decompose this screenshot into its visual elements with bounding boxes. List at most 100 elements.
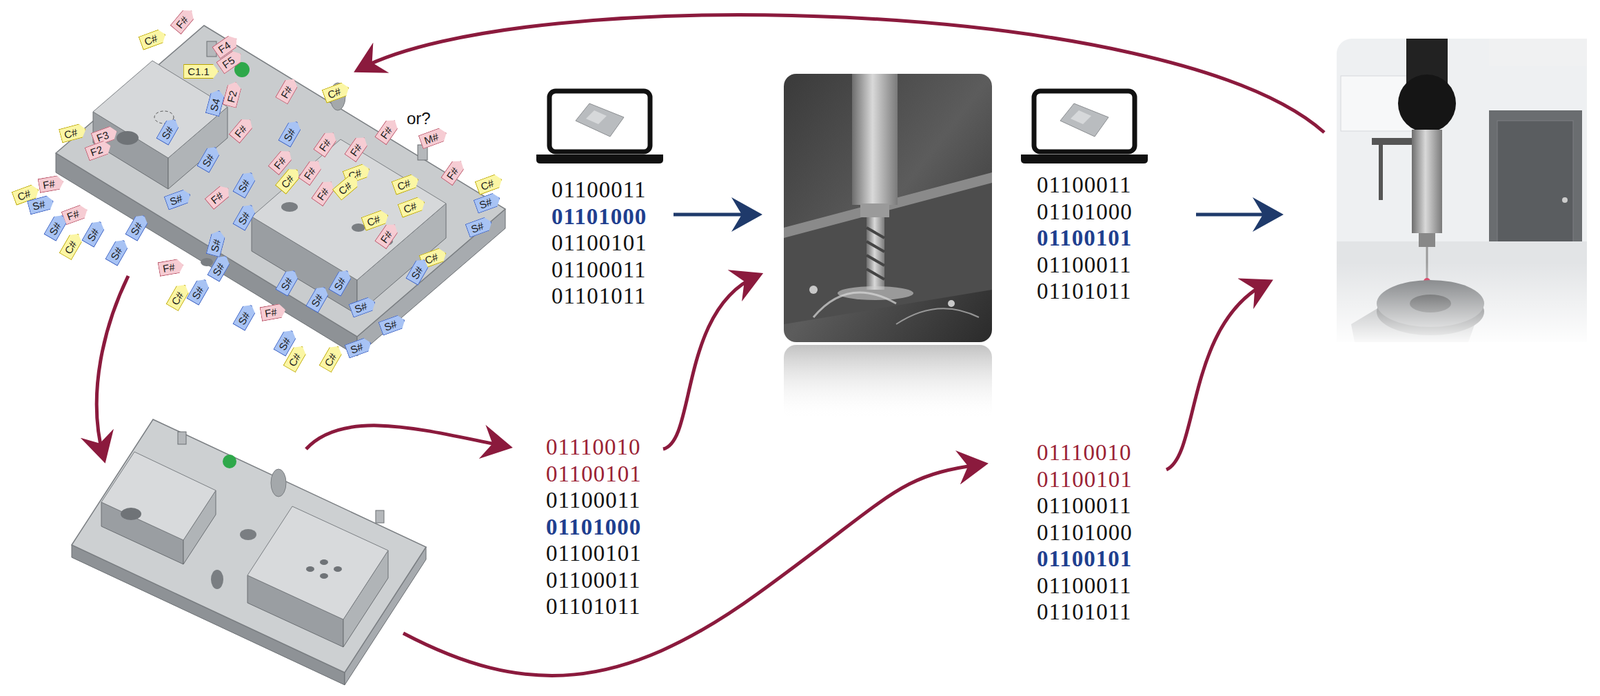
laptop-icon [1020,90,1148,164]
annotation-tag: S# [232,168,258,199]
cad-model-part [101,451,216,540]
tag-text: F# [161,261,176,276]
note-label: or? [406,108,431,129]
tag-text: S# [348,339,365,356]
code-line: 01100011 [545,486,642,514]
tag-text: C# [326,84,343,101]
annotation-tag: S# [124,211,151,242]
cad-model-part [222,454,237,469]
cmm-photo-part [1371,137,1414,145]
annotation-tag: S4 [204,87,226,117]
annotation-tag: S# [344,335,374,359]
annotated-cad-model-part [351,223,366,232]
annotation-tag: S# [465,215,495,238]
annotation-tag: F2 [222,79,244,109]
cad-model-part [71,419,427,673]
annotation-tag: S# [196,143,222,174]
annotation-tag: F# [157,257,186,277]
code-line: 01101000 [1036,198,1133,226]
tag-text: S# [189,284,207,302]
tag-text: F2 [88,143,105,159]
tag-text: S# [331,275,349,292]
cmm-photo-part [1489,38,1587,67]
cad-model [71,419,427,685]
laptop-icon [536,90,664,164]
laptop-icon-part [1070,110,1092,125]
tag-text: C# [142,31,160,48]
tag-text: F# [271,154,289,171]
tag-text: S# [382,317,399,333]
tag-text: S# [84,226,101,243]
annotated-cad-model-part [281,201,298,212]
machining-photo-part [866,217,885,290]
code-line: 01100101 [1036,224,1133,252]
data-arrow [673,213,756,217]
cad-model-part [306,565,315,572]
tag-text: S# [408,264,426,281]
flow-arrow [403,463,982,675]
annotation-tag: S# [378,312,408,336]
code-line: 01100011 [1036,171,1133,199]
tag-text: F2 [224,88,240,104]
annotation-tag: S# [155,115,182,146]
tag-text: S# [281,126,298,143]
annotation-tag: F# [37,174,65,194]
code-line: 01110010 [1036,439,1133,467]
tag-text: M# [422,130,440,147]
tag-text: F# [377,228,395,245]
cad-model-part [333,565,342,572]
cmm-photo-part [1336,261,1587,342]
binary-code: 0111001001100101011000110110100001100101… [1036,439,1133,626]
tag-text: C# [278,172,296,191]
annotation-tag: F# [259,302,288,322]
cad-model-part [177,431,187,444]
binary-code: 0111001001100101011000110110100001100101… [545,433,642,620]
tag-text: S# [278,275,296,292]
cad-model-part [120,507,142,520]
code-line: 01100101 [1036,466,1133,493]
annotation-tag: S# [472,190,502,214]
laptop-icon-part [1034,90,1135,152]
tag-text: F# [377,124,395,141]
annotation-tag: C# [397,195,427,218]
tag-text: S4 [207,96,222,112]
tag-text: C# [63,126,80,141]
annotation-tag: S# [348,295,378,318]
annotated-cad-model-part [93,60,228,158]
cmm-photo [1336,38,1587,342]
machining-photo-part [860,203,890,218]
annotated-cad-model [55,25,506,356]
annotation-tag: S# [81,217,107,248]
tag-text: F# [41,177,56,191]
annotation-tag: F# [313,128,340,158]
tag-text: S# [208,237,223,253]
tag-text: S# [210,261,227,278]
laptop-icon-part [1020,154,1148,164]
flow-arrow [663,275,757,449]
tag-text: S# [46,219,64,237]
tag-text: F# [317,136,334,154]
tag-text: C# [401,199,419,216]
annotation-tag: S# [328,266,354,297]
annotation-tag: M# [418,126,450,149]
cad-model-part [319,572,329,579]
machining-photo-part [896,308,979,324]
cmm-photo-part [1398,74,1456,133]
code-line: 01100101 [1036,545,1133,573]
code-line: 01101011 [551,282,648,310]
tag-text: F# [278,83,295,100]
tag-text: F# [347,141,364,158]
annotation-tag: C# [391,172,422,196]
code-line: 01100011 [1036,251,1133,279]
tag-text: C# [365,212,382,229]
annotation-tag: F# [311,177,338,207]
laptop-icon-part [549,90,651,152]
code-line: 01101000 [551,203,648,231]
tag-text: S# [31,197,47,212]
cad-model-part [375,510,384,523]
annotation-tag: S# [277,117,304,148]
tag-text: C# [286,350,303,369]
code-line: 01101011 [545,592,642,620]
tag-text: S# [159,124,176,141]
